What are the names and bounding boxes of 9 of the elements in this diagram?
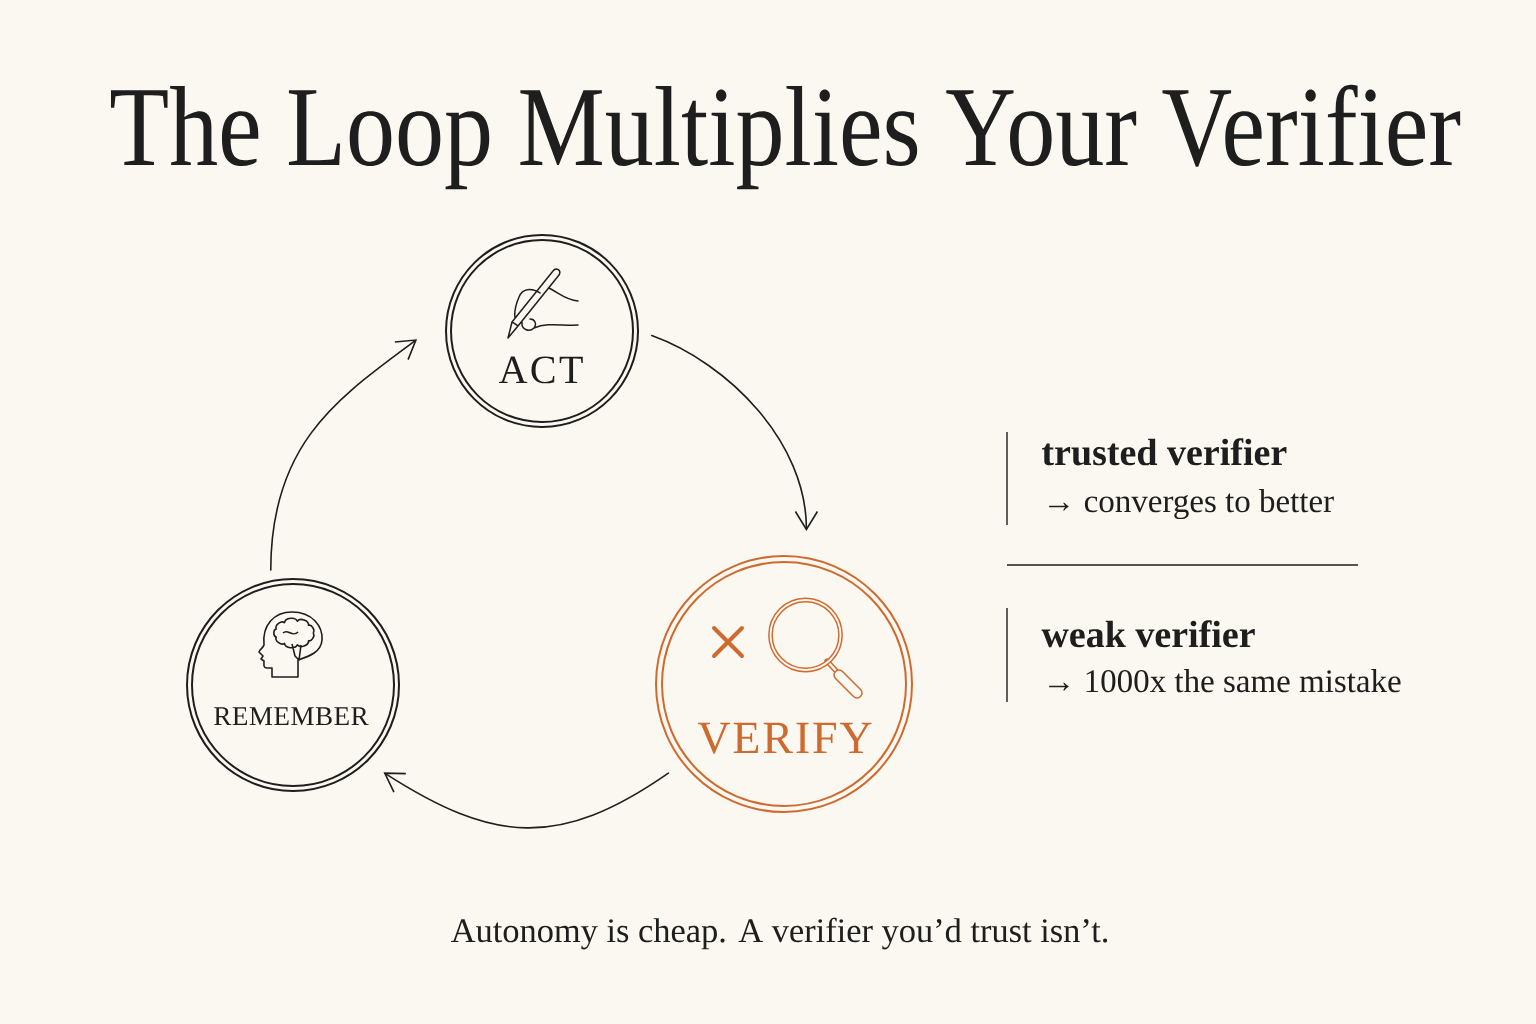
note-heading: weak verifier bbox=[1041, 620, 1255, 648]
curved-arrow bbox=[269, 339, 418, 571]
curved-arrow bbox=[383, 772, 670, 829]
note-text: → converges to better bbox=[1049, 489, 1334, 520]
title: The Loop Multiplies Your Verifier bbox=[111, 84, 1461, 190]
note-text: → 1000x the same mistake bbox=[1049, 669, 1401, 693]
note-heading: trusted verifier bbox=[1042, 438, 1287, 466]
caption: Autonomy is cheap. A verifier you’d trust isn’t. bbox=[451, 917, 1108, 950]
curved-arrow bbox=[651, 334, 819, 531]
